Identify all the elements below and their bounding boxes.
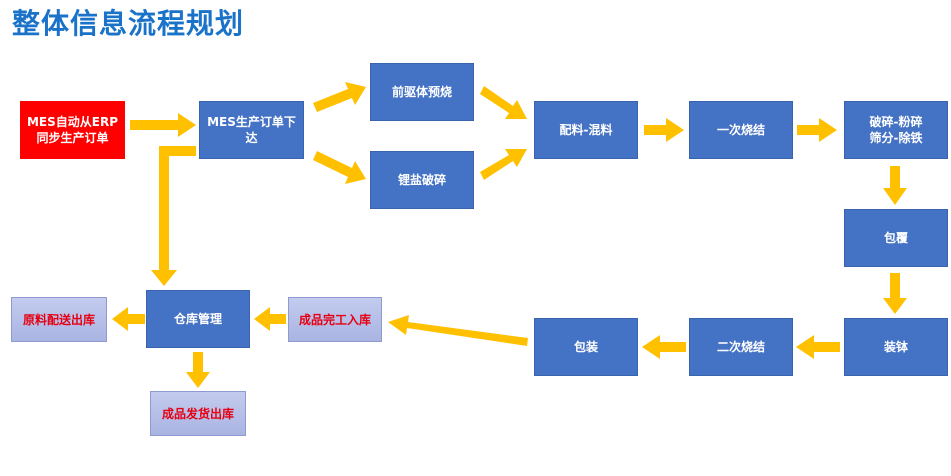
arrow-second-to-packing <box>642 335 686 359</box>
arrow-storage-to-warehouse <box>254 307 286 331</box>
arrow-loading-to-second <box>796 335 840 359</box>
node-packing: 包装 <box>534 318 638 376</box>
arrow-warehouse-to-shipping <box>186 352 210 388</box>
node-loading: 装钵 <box>844 318 948 376</box>
arrow-packing-to-storage <box>388 315 528 346</box>
node-order-issue: MES生产订单下 达 <box>199 101 304 159</box>
arrow-precursor-to-mixing <box>480 86 527 119</box>
arrow-warehouse-to-raw <box>112 307 145 331</box>
node-first-sinter: 一次烧结 <box>689 101 793 159</box>
arrow-first-to-crush <box>797 118 837 142</box>
node-crush-sieve: 破碎-粉碎 筛分-除铁 <box>844 101 948 159</box>
node-mixing: 配料-混料 <box>534 101 638 159</box>
node-precursor-burn: 前驱体预烧 <box>370 63 474 121</box>
arrow-order-to-precursor <box>313 82 366 112</box>
arrow-coating-to-loading <box>883 273 907 314</box>
node-coating: 包覆 <box>844 209 948 267</box>
arrow-crush-to-coating <box>883 166 907 205</box>
page-title: 整体信息流程规划 <box>12 7 245 40</box>
node-lithium-crush: 锂盐破碎 <box>370 151 474 209</box>
node-warehouse: 仓库管理 <box>146 290 250 348</box>
node-finished-shipping: 成品发货出库 <box>150 391 246 436</box>
node-second-sinter: 二次烧结 <box>689 318 793 376</box>
arrow-erp-to-order <box>130 113 196 137</box>
arrow-lithium-to-mixing <box>480 149 527 180</box>
node-finished-storage: 成品完工入库 <box>288 297 382 342</box>
arrow-order-to-lithium <box>313 151 366 184</box>
node-raw-dispatch: 原料配送出库 <box>11 297 107 342</box>
node-erp-sync: MES自动从ERP 同步生产订单 <box>20 101 125 159</box>
arrow-mixing-to-first <box>644 118 684 142</box>
arrow-order-to-warehouse <box>151 146 196 286</box>
